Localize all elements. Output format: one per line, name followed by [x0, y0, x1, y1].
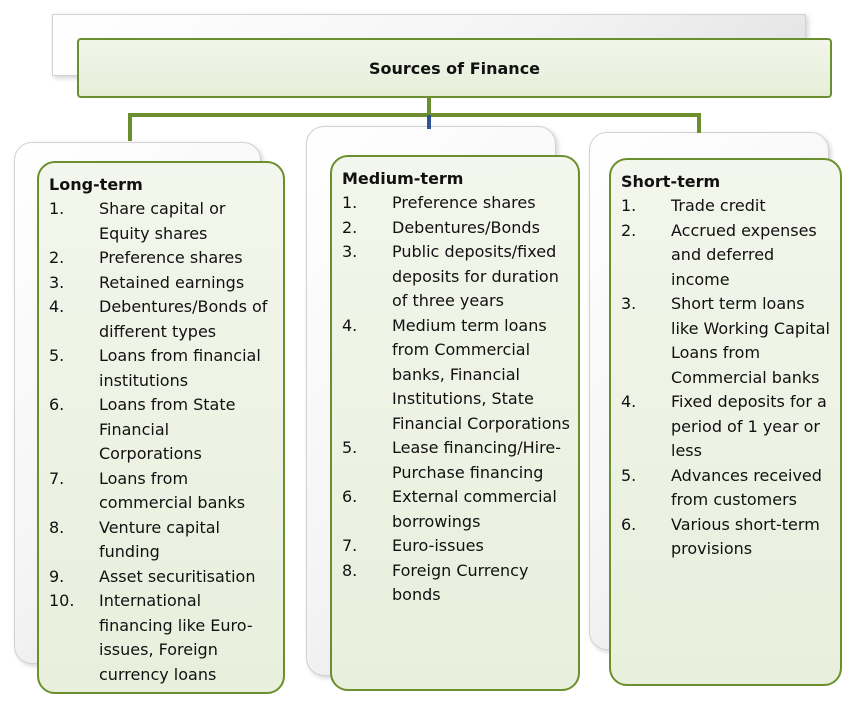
long-term-box: Long-term 1. Share capital or Equity sha… [37, 161, 285, 694]
item-number: 1. [342, 193, 358, 212]
item-number: 8. [49, 517, 65, 537]
list-item: 6. External commercial borrowings [342, 485, 570, 534]
connector-trunk [427, 98, 431, 116]
item-text: Debentures/Bonds [392, 217, 540, 237]
list-item: 4. Medium term loans from Commercial ban… [342, 314, 570, 437]
item-number: 10. [49, 591, 75, 610]
list-item: 8. Foreign Currency bonds [342, 559, 570, 608]
list-item: 5. Advances received from customers [621, 464, 832, 513]
list-item: 2. Accrued expenses and deferred income [621, 219, 832, 293]
connector-center-drop [427, 115, 431, 129]
item-text: Trade credit [671, 196, 766, 215]
item-number: 9. [49, 566, 65, 586]
item-text: International financing like Euro-issues… [99, 591, 253, 684]
list-item: 3. Retained earnings [49, 271, 275, 296]
item-text: Retained earnings [99, 272, 245, 292]
list-item: 5. Loans from financial institutions [49, 344, 275, 393]
item-number: 5. [342, 438, 358, 457]
list-item: 7. Euro-issues [342, 534, 570, 559]
item-number: 3. [621, 294, 637, 313]
item-number: 4. [342, 315, 358, 335]
item-number: 3. [49, 272, 65, 292]
list-item: 9. Asset securitisation [49, 565, 275, 590]
item-text: Asset securitisation [99, 566, 256, 586]
item-text: Preference shares [392, 193, 536, 212]
item-number: 6. [49, 395, 65, 414]
item-number: 4. [621, 392, 637, 411]
item-number: 1. [49, 199, 65, 218]
item-text: Foreign Currency bonds [392, 560, 529, 605]
item-text: Fixed deposits for a period of 1 year or… [671, 392, 827, 460]
item-number: 3. [342, 242, 358, 261]
list-item: 6. Various short-term provisions [621, 513, 832, 562]
short-term-heading: Short-term [621, 172, 721, 191]
item-text: Debentures/Bonds of different types [99, 297, 268, 341]
list-item: 3. Public deposits/fixed deposits for du… [342, 240, 570, 314]
item-text: Share capital or Equity shares [99, 199, 226, 243]
list-item: 7. Loans from commercial banks [49, 467, 275, 516]
list-item: 6. Loans from State Financial Corporatio… [49, 393, 275, 467]
list-item: 2. Debentures/Bonds [342, 216, 570, 241]
medium-term-heading: Medium-term [342, 169, 464, 188]
item-text: Loans from State Financial Corporations [99, 395, 236, 463]
list-item: 10. International financing like Euro-is… [49, 589, 275, 687]
item-text: Medium term loans from Commercial banks,… [392, 315, 570, 433]
item-text: Loans from financial institutions [99, 346, 261, 390]
list-item: 5. Lease financing/Hire-Purchase financi… [342, 436, 570, 485]
list-item: 2. Preference shares [49, 246, 275, 271]
item-text: Accrued expenses and deferred income [671, 220, 817, 289]
list-item: 1. Preference shares [342, 191, 570, 216]
medium-term-box: Medium-term 1. Preference shares 2. Debe… [330, 155, 580, 691]
item-number: 2. [342, 217, 358, 237]
list-item: 1. Share capital or Equity shares [49, 197, 275, 246]
item-text: Venture capital funding [99, 517, 220, 562]
item-text: Various short-term provisions [671, 514, 820, 559]
connector-horizontal [128, 113, 701, 117]
list-item: 4. Debentures/Bonds of different types [49, 295, 275, 344]
item-number: 4. [49, 297, 65, 316]
item-text: Short term loans like Working Capital Lo… [671, 294, 830, 387]
item-text: External commercial borrowings [392, 487, 557, 531]
item-text: Lease financing/Hire-Purchase financing [392, 438, 561, 482]
item-text: Public deposits/fixed deposits for durat… [392, 242, 559, 310]
item-text: Preference shares [99, 248, 243, 267]
item-number: 2. [621, 220, 637, 240]
connector-right-drop [697, 113, 701, 133]
item-number: 7. [49, 468, 65, 488]
item-number: 2. [49, 248, 65, 267]
item-number: 6. [621, 514, 637, 534]
title-box: Sources of Finance [77, 38, 832, 98]
list-item: 4. Fixed deposits for a period of 1 year… [621, 390, 832, 464]
short-term-box: Short-term 1. Trade credit 2. Accrued ex… [609, 158, 842, 686]
item-number: 6. [342, 487, 358, 506]
list-item: 1. Trade credit [621, 194, 832, 219]
list-item: 3. Short term loans like Working Capital… [621, 292, 832, 390]
item-number: 7. [342, 536, 358, 555]
item-number: 8. [342, 560, 358, 580]
item-text: Euro-issues [392, 536, 484, 555]
item-number: 5. [621, 465, 637, 485]
list-item: 8. Venture capital funding [49, 516, 275, 565]
item-number: 5. [49, 346, 65, 365]
long-term-heading: Long-term [49, 175, 143, 194]
item-text: Advances received from customers [671, 465, 822, 510]
connector-left-drop [128, 113, 132, 141]
item-number: 1. [621, 196, 637, 215]
item-text: Loans from commercial banks [99, 468, 246, 513]
diagram-title: Sources of Finance [368, 58, 541, 78]
